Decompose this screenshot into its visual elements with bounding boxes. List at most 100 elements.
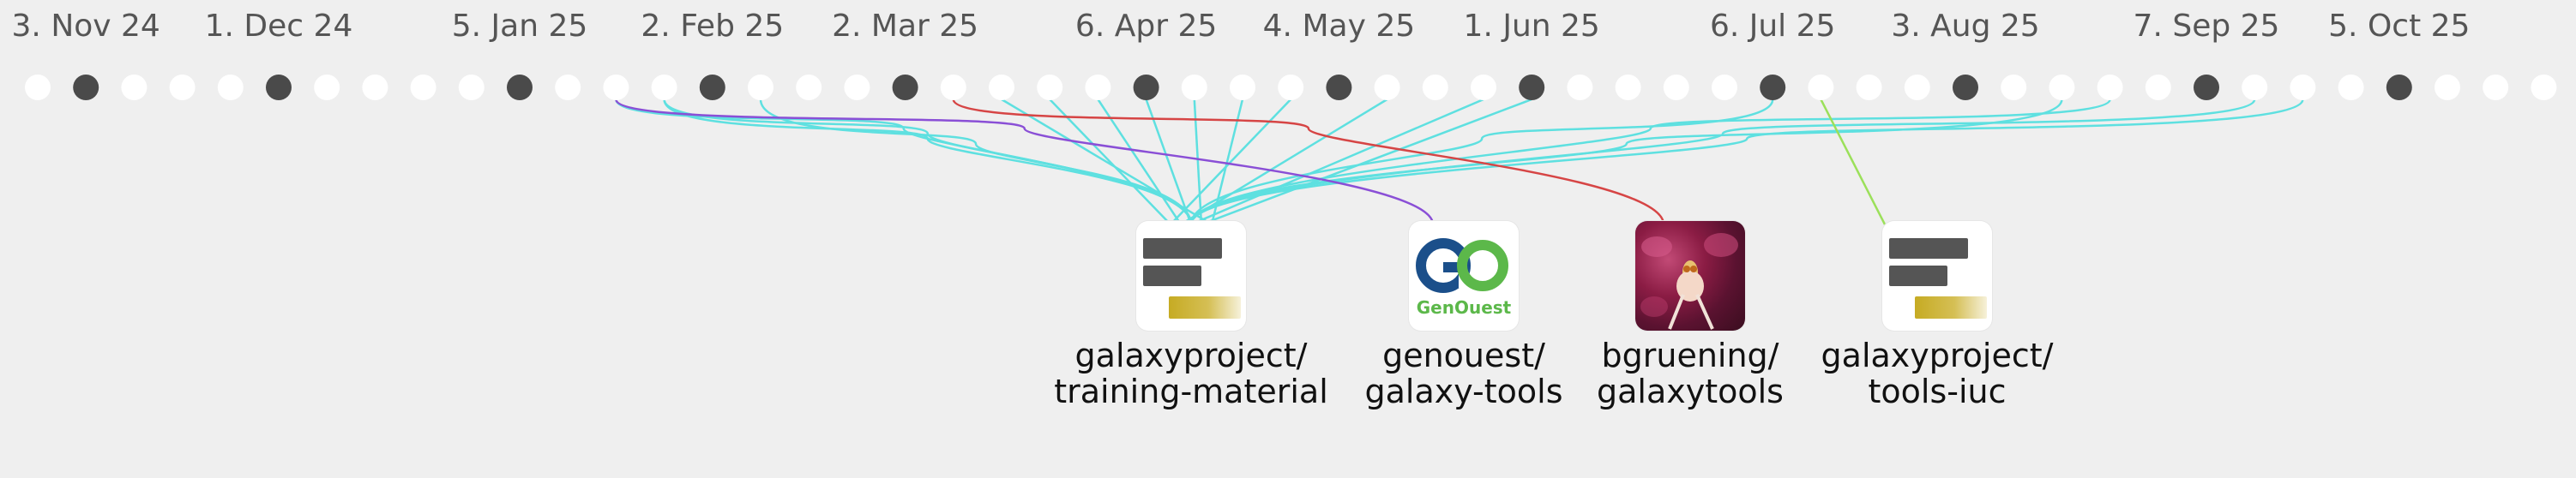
date-label: 6. Jul 25 [1709, 9, 1836, 44]
repo-owner: galaxyproject/ [1074, 337, 1308, 374]
timeline-dot-filled[interactable] [699, 75, 725, 100]
timeline-dot[interactable] [1856, 75, 1882, 100]
timeline-dot[interactable] [25, 75, 51, 100]
contribution-link-training-material [1190, 98, 1484, 226]
date-label: 1. Dec 24 [204, 9, 353, 44]
contribution-link-training-material [759, 99, 1193, 225]
timeline-dot[interactable] [1181, 75, 1207, 100]
timeline-dot[interactable] [1278, 75, 1304, 100]
repo-genouest-galaxy-tools[interactable]: GenOuest genouest/ galaxy-tools [1318, 221, 1610, 409]
timeline-dot[interactable] [1422, 75, 1448, 100]
timeline-dot-filled[interactable] [266, 75, 292, 100]
repo-bgruening-galaxytools[interactable]: bgruening/ galaxytools [1544, 221, 1836, 409]
timeline-dot[interactable] [1471, 75, 1496, 100]
timeline-dot[interactable] [1712, 75, 1737, 100]
repo-training-material[interactable]: galaxyproject/ training-material [1045, 221, 1337, 409]
date-label: 3. Aug 25 [1891, 9, 2040, 44]
contribution-link-training-material [1049, 99, 1171, 225]
timeline-dot[interactable] [1037, 75, 1063, 100]
timeline-dot[interactable] [1374, 75, 1400, 100]
contribution-link-tools-iuc [1820, 99, 1887, 225]
timeline-dot[interactable] [844, 75, 870, 100]
orchid-flower [1640, 233, 1738, 330]
repo-owner: genouest/ [1382, 337, 1545, 374]
genouest-logo-text: GenOuest [1417, 297, 1512, 318]
contribution-link-training-material [663, 99, 1193, 225]
timeline-dot[interactable] [121, 75, 147, 100]
timeline-dot[interactable] [2097, 75, 2123, 100]
timeline-dot[interactable] [2338, 75, 2364, 100]
repo-name[interactable]: genouest/ galaxy-tools [1364, 338, 1562, 409]
timeline-dot[interactable] [2483, 75, 2509, 100]
timeline-dot[interactable] [2435, 75, 2460, 100]
timeline-dot[interactable] [217, 75, 244, 100]
repo-tools-iuc[interactable]: galaxyproject/ tools-iuc [1791, 221, 2083, 409]
timeline-dot-filled[interactable] [2194, 75, 2219, 100]
timeline-dot[interactable] [1567, 75, 1593, 100]
contribution-link-training-material [1170, 99, 1292, 225]
timeline-dot-filled[interactable] [1133, 75, 1159, 100]
date-label: 5. Jan 25 [451, 9, 588, 44]
timeline-dot[interactable] [748, 75, 773, 100]
timeline-dot[interactable] [2242, 75, 2268, 100]
date-label: 3. Nov 24 [11, 9, 160, 44]
timeline-dot[interactable] [362, 75, 388, 100]
repo-title: tools-iuc [1868, 373, 2007, 410]
contribution-link-training-material [1189, 99, 2304, 225]
timeline-dot[interactable] [651, 75, 677, 100]
timeline-dot-filled[interactable] [1760, 75, 1786, 100]
timeline-dot[interactable] [2290, 75, 2316, 100]
date-label: 4. May 25 [1262, 9, 1416, 44]
timeline-dot[interactable] [2531, 75, 2557, 100]
galaxy-project-logo-icon [1136, 221, 1246, 331]
timeline-dot-filled[interactable] [1953, 75, 1978, 100]
timeline-dot[interactable] [1904, 75, 1930, 100]
timeline-dot[interactable] [940, 75, 966, 100]
contribution-link-training-material [1001, 98, 1213, 226]
timeline-dot[interactable] [603, 75, 629, 100]
timeline-dot[interactable] [2049, 75, 2075, 100]
timeline-dot-filled[interactable] [1326, 75, 1352, 100]
timeline-dot[interactable] [1230, 75, 1255, 100]
contribution-link-training-material [1097, 99, 1183, 225]
timeline-dot[interactable] [555, 75, 581, 100]
date-label: 5. Oct 25 [2328, 9, 2471, 44]
timeline-dot[interactable] [2145, 75, 2171, 100]
timeline-dot[interactable] [169, 75, 196, 100]
timeline-dot-filled[interactable] [73, 75, 99, 100]
timeline-dot-filled[interactable] [1519, 75, 1545, 100]
repo-name[interactable]: galaxyproject/ training-material [1054, 338, 1328, 409]
repo-owner: galaxyproject/ [1821, 337, 2054, 374]
contribution-link-genouest [615, 99, 1435, 225]
timeline-dot[interactable] [314, 75, 340, 100]
repo-name[interactable]: galaxyproject/ tools-iuc [1821, 338, 2054, 409]
repo-owner: bgruening/ [1601, 337, 1779, 374]
repo-title: galaxy-tools [1364, 373, 1563, 410]
repo-title: galaxytools [1597, 373, 1784, 410]
svg-text:GenOuest: GenOuest [1417, 297, 1512, 318]
timeline-dot-filled[interactable] [507, 75, 533, 100]
contribution-link-bgruening [952, 99, 1665, 225]
timeline-dot[interactable] [796, 75, 822, 100]
timeline-dot-filled[interactable] [2386, 75, 2412, 100]
timeline-dot-filled[interactable] [892, 75, 918, 100]
timeline-dot[interactable] [2001, 75, 2027, 100]
timeline-dot[interactable] [989, 75, 1014, 100]
timeline-dot[interactable] [1808, 75, 1834, 100]
date-label: 7. Sep 25 [2133, 9, 2280, 44]
contribution-link-training-material [1189, 99, 1774, 225]
contribution-link-training-material [1189, 99, 2111, 225]
galaxy-project-logo-icon [1882, 221, 1992, 331]
repo-name[interactable]: bgruening/ galaxytools [1597, 338, 1784, 409]
timeline-dot[interactable] [410, 75, 436, 100]
orchid-avatar-icon [1635, 221, 1745, 331]
genouest-logo: GenOuest [1416, 238, 1512, 318]
timeline-dot[interactable] [1663, 75, 1689, 100]
timeline-dot[interactable] [1615, 75, 1641, 100]
timeline-dot[interactable] [458, 75, 485, 100]
timeline-dot[interactable] [1085, 75, 1111, 100]
date-label: 1. Jun 25 [1463, 9, 1600, 44]
